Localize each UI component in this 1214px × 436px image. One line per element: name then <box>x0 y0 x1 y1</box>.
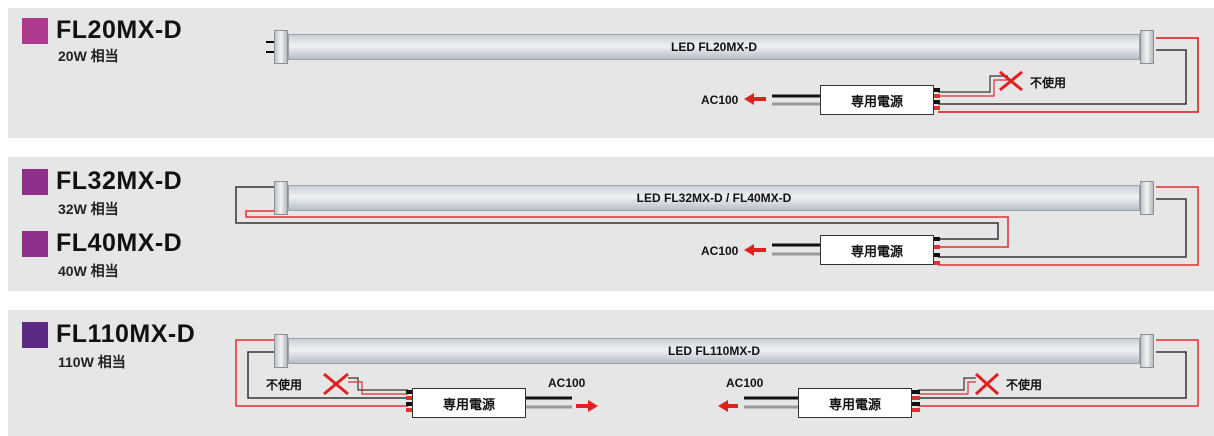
led-tube: LED FL32MX-D / FL40MX-D <box>288 185 1140 211</box>
tube-cap-left <box>274 30 288 64</box>
power-supply: 専用電源 <box>820 235 934 265</box>
model-title-fl40: FL40MX-D <box>22 229 182 258</box>
arrow-left-icon <box>744 244 754 256</box>
tube-cap-left <box>274 334 288 368</box>
model-title-fl110: FL110MX-D <box>22 320 195 349</box>
model-title-fl20: FL20MX-D <box>22 16 182 45</box>
model-name: FL20MX-D <box>56 16 183 44</box>
power-supply: 専用電源 <box>798 388 912 418</box>
power-supply: 専用電源 <box>820 85 934 115</box>
arrow-right-icon <box>588 400 598 412</box>
equivalent-wattage: 20W 相当 <box>58 48 119 64</box>
ac-label: AC100 <box>701 93 739 107</box>
panel-fl20: FL20MX-D 20W 相当 LED FL20MX-D 専用電源 AC100 … <box>8 8 1214 138</box>
tube-label: LED FL20MX-D <box>670 40 757 54</box>
equivalent-wattage: 32W 相当 <box>58 201 119 217</box>
arrow-left-icon <box>744 93 754 105</box>
ac-label: AC100 <box>701 244 739 258</box>
color-square <box>22 17 48 44</box>
unused-label: 不使用 <box>1006 378 1043 392</box>
led-tube: LED FL20MX-D <box>288 34 1140 60</box>
tube-cap-right <box>1140 181 1154 215</box>
model-name: FL40MX-D <box>56 229 183 257</box>
tube-label: LED FL110MX-D <box>667 344 760 358</box>
tube-cap-right <box>1140 30 1154 64</box>
power-supply: 専用電源 <box>412 388 526 418</box>
wiring-diagram <box>266 37 1199 113</box>
model-name: FL32MX-D <box>56 167 183 195</box>
ac-label: AC100 <box>548 376 586 390</box>
panel-fl110: FL110MX-D 110W 相当 <box>8 310 1214 436</box>
model-title-fl32: FL32MX-D <box>22 167 182 196</box>
led-tube: LED FL110MX-D <box>288 338 1140 364</box>
wiring-diagram <box>235 186 1199 266</box>
unused-label: 不使用 <box>1030 76 1067 90</box>
arrow-left-icon <box>718 400 728 412</box>
equivalent-wattage: 40W 相当 <box>58 263 119 279</box>
color-square <box>22 168 48 195</box>
ac-label: AC100 <box>726 376 764 390</box>
equivalent-wattage: 110W 相当 <box>58 354 126 370</box>
tube-cap-left <box>274 181 288 215</box>
color-square <box>22 321 48 348</box>
tube-label: LED FL32MX-D / FL40MX-D <box>636 191 792 205</box>
color-square <box>22 230 48 257</box>
unused-label: 不使用 <box>266 378 303 392</box>
tube-cap-right <box>1140 334 1154 368</box>
wiring-diagram <box>235 339 1199 412</box>
panel-fl32-fl40: FL32MX-D 32W 相当 FL40MX-D 40W 相当 LED FL32… <box>8 157 1214 291</box>
model-name: FL110MX-D <box>56 320 196 348</box>
